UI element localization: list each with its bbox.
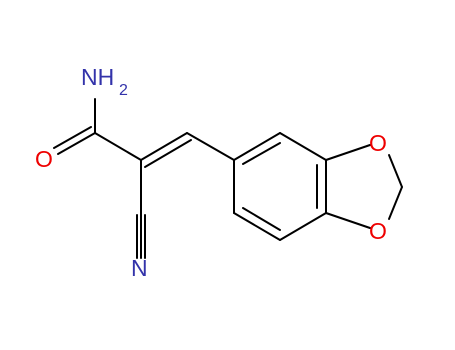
bond-amide-c-alkene-c bbox=[94, 132, 142, 161]
ring-oxygen-top-label: O bbox=[369, 130, 387, 156]
amine-subscript: 2 bbox=[119, 82, 128, 99]
ring-bond-4 bbox=[279, 212, 327, 241]
ring-oxygen-bottom-label: O bbox=[369, 218, 387, 244]
carbonyl-oxygen-label: O bbox=[35, 146, 53, 172]
amine-label: NH bbox=[81, 64, 114, 90]
ring-bond-5 bbox=[233, 212, 281, 241]
dioxole-bond-bottom bbox=[325, 212, 371, 229]
ring-bond-2 bbox=[279, 132, 327, 161]
bond-c-o-double-2 bbox=[53, 126, 92, 149]
bond-c-o-double-1 bbox=[57, 132, 96, 155]
ring-inner-bond-1 bbox=[242, 142, 281, 165]
dioxole-bond-ch2-bottom bbox=[388, 186, 403, 220]
bond-ch-ring bbox=[186, 132, 235, 161]
dioxole-bond-top bbox=[325, 144, 371, 161]
ring-bond-1 bbox=[233, 132, 281, 161]
dioxole-bond-ch2-top bbox=[388, 154, 403, 188]
bond-alkene-double-1 bbox=[140, 132, 188, 161]
ring-inner-bond-3 bbox=[242, 207, 281, 231]
bond-alkene-double-2 bbox=[144, 139, 192, 168]
nitrile-nitrogen-label: N bbox=[131, 255, 148, 281]
